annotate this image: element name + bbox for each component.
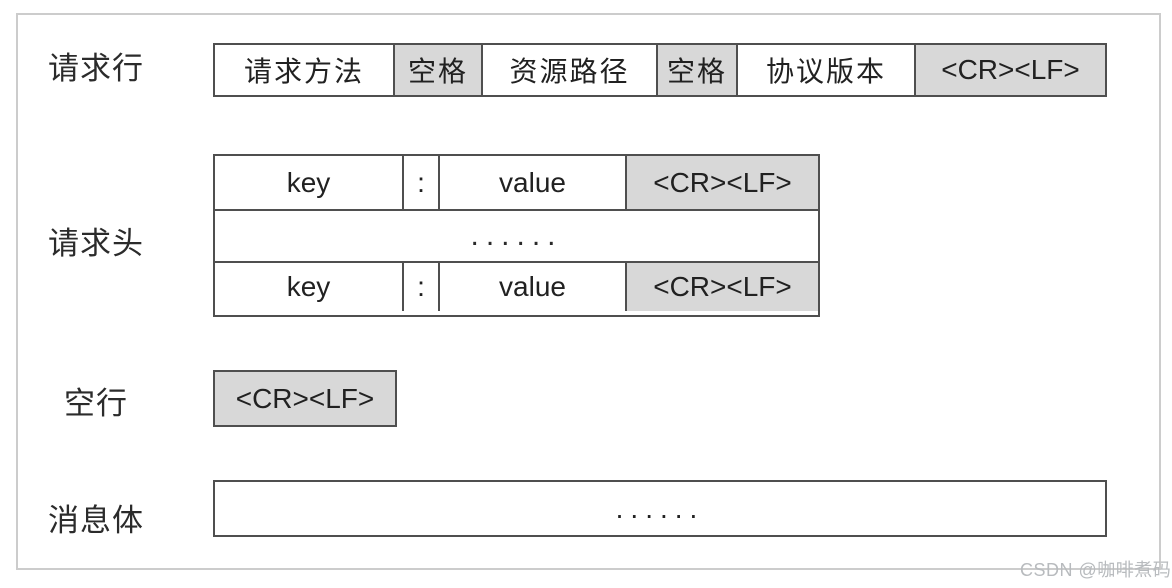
- header-row1-colon-cell: :: [402, 156, 438, 209]
- request-headers-label: 请求头: [48, 226, 144, 261]
- message-body-label: 消息体: [48, 503, 144, 538]
- message-body-box: ......: [213, 480, 1107, 537]
- header-row2-key-cell: key: [215, 263, 402, 311]
- request-line-cell-version: 协议版本: [736, 45, 914, 95]
- request-headers-table: key : value <CR><LF> ...... key : value …: [213, 154, 820, 317]
- header-row1-value-cell: value: [438, 156, 625, 209]
- header-row2-value-cell: value: [438, 263, 625, 311]
- header-row2-colon-cell: :: [402, 263, 438, 311]
- header-row1-crlf-cell: <CR><LF>: [625, 156, 818, 209]
- request-line-cell-path: 资源路径: [481, 45, 656, 95]
- empty-line-label: 空行: [64, 386, 128, 421]
- header-row-1: key : value <CR><LF>: [215, 156, 818, 209]
- empty-line-crlf-box: <CR><LF>: [213, 370, 397, 427]
- header-ellipsis-cell: ......: [215, 211, 818, 261]
- header-row-2: key : value <CR><LF>: [215, 261, 818, 311]
- header-row-ellipsis: ......: [215, 209, 818, 261]
- request-line-cell-crlf: <CR><LF>: [914, 45, 1105, 95]
- request-line-label: 请求行: [48, 51, 144, 86]
- header-row1-key-cell: key: [215, 156, 402, 209]
- csdn-watermark: CSDN @咖啡煮码: [1020, 560, 1172, 580]
- request-line-cell-space-1: 空格: [393, 45, 481, 95]
- header-row2-crlf-cell: <CR><LF>: [625, 263, 818, 311]
- request-line-cell-method: 请求方法: [215, 45, 393, 95]
- request-line-cell-space-2: 空格: [656, 45, 736, 95]
- request-line-table: 请求方法 空格 资源路径 空格 协议版本 <CR><LF>: [213, 43, 1107, 97]
